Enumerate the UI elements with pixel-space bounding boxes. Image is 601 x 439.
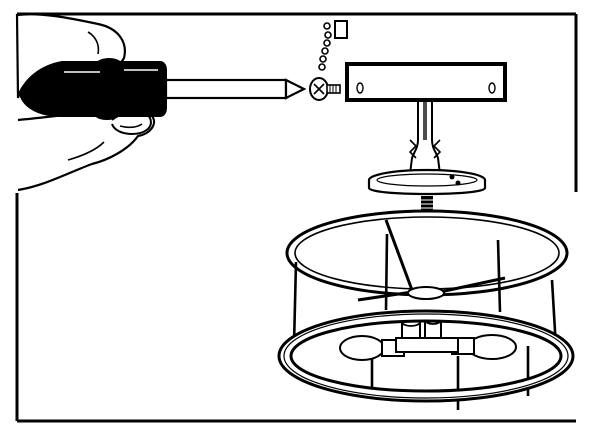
screw-icon <box>309 77 341 101</box>
frame-border <box>15 12 578 423</box>
wire-icon <box>408 100 442 175</box>
hand-icon <box>15 13 156 192</box>
washer-icon <box>318 22 332 71</box>
canopy-icon <box>367 168 487 212</box>
screwdriver-icon <box>18 58 307 120</box>
light-fixture-icon <box>285 209 569 410</box>
bracket-icon <box>345 62 507 102</box>
bulb-icon <box>339 315 517 361</box>
fixture-bottom-ring <box>277 309 575 403</box>
nut-icon <box>334 20 348 39</box>
